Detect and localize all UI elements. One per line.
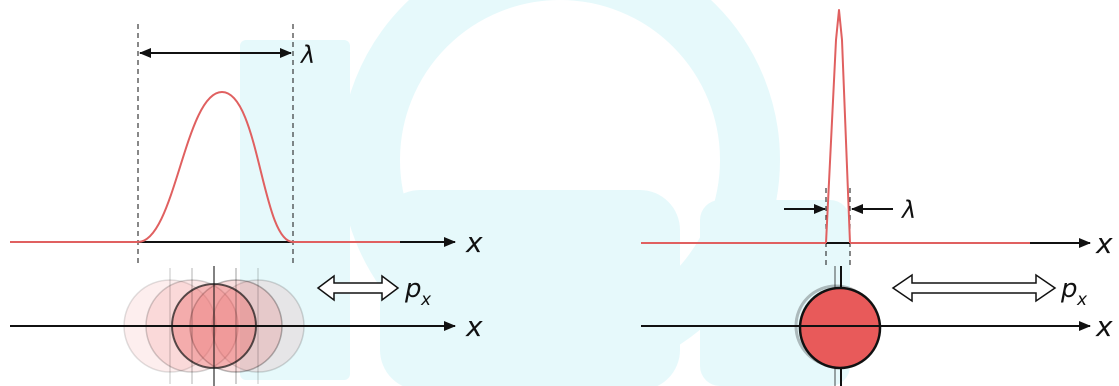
particle-axis-label: x	[465, 310, 483, 343]
momentum-subscript-right: x	[1076, 290, 1088, 310]
spike-axis-label: x	[1095, 227, 1113, 260]
broad-wave-curve	[137, 90, 294, 243]
right-panel: λ x x p x	[641, 9, 1113, 386]
momentum-label-right: p	[1060, 274, 1078, 304]
wavelength-label: λ	[299, 41, 315, 69]
narrow-wave-spike	[825, 9, 851, 244]
momentum-subscript: x	[420, 290, 432, 310]
spike-wavelength-label: λ	[900, 196, 916, 224]
momentum-arrow-large	[891, 273, 1057, 303]
particle-axis-right-label: x	[1095, 310, 1113, 343]
momentum-label: p	[404, 274, 422, 304]
left-panel: λ x x p x	[10, 24, 483, 386]
wave-axis-label: x	[465, 226, 483, 259]
watermark-logo	[240, 0, 850, 386]
momentum-arrow-small	[316, 274, 400, 302]
